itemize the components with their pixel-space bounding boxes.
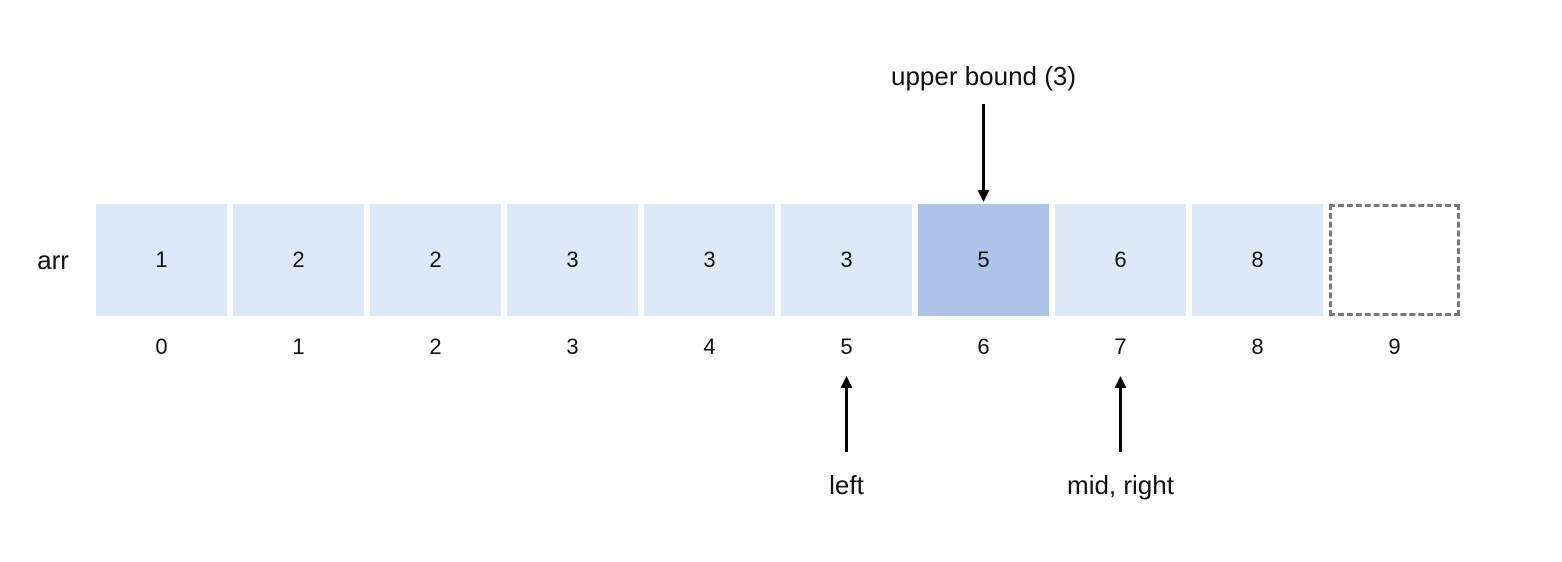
array-cell: 2 xyxy=(370,204,501,316)
upper-bound-label: upper bound (3) xyxy=(890,61,1077,91)
mid-right-pointer-label: mid, right xyxy=(1067,470,1174,500)
array-index: 0 xyxy=(155,334,168,359)
array-cell: 3 xyxy=(507,204,638,316)
array-index: 7 xyxy=(1114,334,1127,359)
array-index: 9 xyxy=(1388,334,1401,359)
array-index: 5 xyxy=(840,334,853,359)
array-index: 3 xyxy=(566,334,579,359)
array-cell: 5 xyxy=(918,204,1049,316)
array-index: 4 xyxy=(703,334,716,359)
array-index: 6 xyxy=(977,334,990,359)
array-cell: 6 xyxy=(1055,204,1186,316)
array-index: 1 xyxy=(292,334,305,359)
array-cell-value: 5 xyxy=(977,247,990,272)
array-cell-value: 2 xyxy=(292,247,305,272)
array-cell-value: 3 xyxy=(566,247,579,272)
array-cell-value: 6 xyxy=(1114,247,1127,272)
array-cell-value: 3 xyxy=(840,247,853,272)
array-cell: 1 xyxy=(96,204,227,316)
array-cell: 8 xyxy=(1192,204,1323,316)
array-cell: 3 xyxy=(644,204,775,316)
left-pointer-label: left xyxy=(829,470,864,500)
array-index: 2 xyxy=(429,334,442,359)
array-cell-value: 3 xyxy=(703,247,716,272)
array-cell-empty xyxy=(1329,204,1460,316)
array-cell: 3 xyxy=(781,204,912,316)
array-index: 8 xyxy=(1251,334,1264,359)
array-cell-value: 2 xyxy=(429,247,442,272)
array-cell-value: 1 xyxy=(155,247,168,272)
array-label: arr xyxy=(37,245,69,275)
array-cell-value: 8 xyxy=(1251,247,1264,272)
array-cell: 2 xyxy=(233,204,364,316)
